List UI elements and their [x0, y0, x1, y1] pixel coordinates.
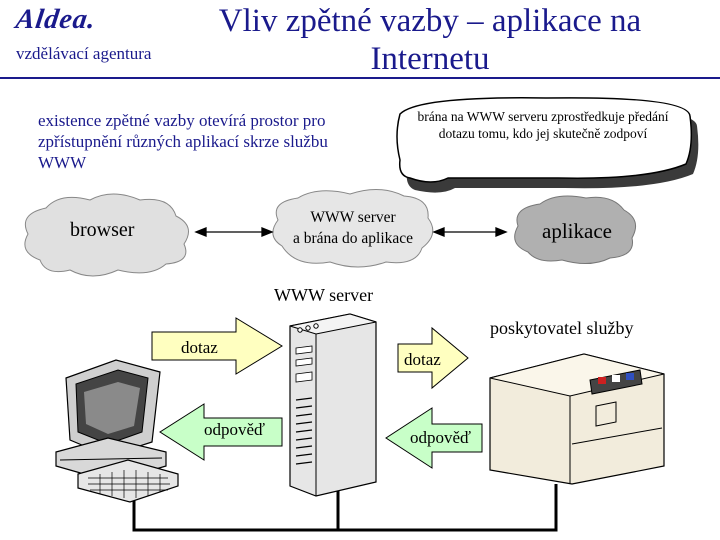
intro-text: existence zpětné vazby otevírá prostor p… — [38, 111, 328, 172]
browser-label: browser — [70, 219, 135, 241]
query-arrow-left — [151, 317, 283, 375]
answer-arrow-right — [385, 407, 483, 469]
title-divider — [0, 77, 720, 79]
callout-text: brána na WWW serveru zprostředkuje předá… — [417, 109, 669, 141]
answer-right-label: odpověď — [410, 428, 472, 447]
service-provider-label: poskytovatel služby — [490, 318, 634, 338]
server-gateway-label-2: a brána do aplikace — [292, 230, 414, 247]
answer-left-label: odpověď — [204, 420, 266, 439]
browser-cloud — [24, 193, 189, 277]
server-application-arrow — [432, 227, 508, 237]
server-tower-icon — [289, 313, 377, 497]
application-cloud — [514, 195, 637, 264]
client-computer-icon — [55, 359, 179, 503]
query-arrow-right — [397, 326, 469, 390]
www-server-label: WWW server — [274, 285, 374, 305]
server-cloud — [272, 189, 434, 268]
browser-server-arrow — [194, 227, 274, 237]
server-gateway-label-1: WWW server — [310, 209, 396, 226]
slide-title: Vliv zpětné vazby – aplikace na Internet… — [218, 3, 642, 77]
query-left-label: dotaz — [181, 338, 218, 357]
query-right-label: dotaz — [404, 350, 441, 369]
callout-bubble — [396, 97, 699, 193]
provider-machine-icon — [489, 353, 665, 485]
network-cable — [132, 484, 558, 532]
agency-name: vzdělávací agentura — [16, 44, 152, 63]
answer-arrow-left — [159, 403, 283, 461]
application-label: aplikace — [542, 219, 612, 243]
